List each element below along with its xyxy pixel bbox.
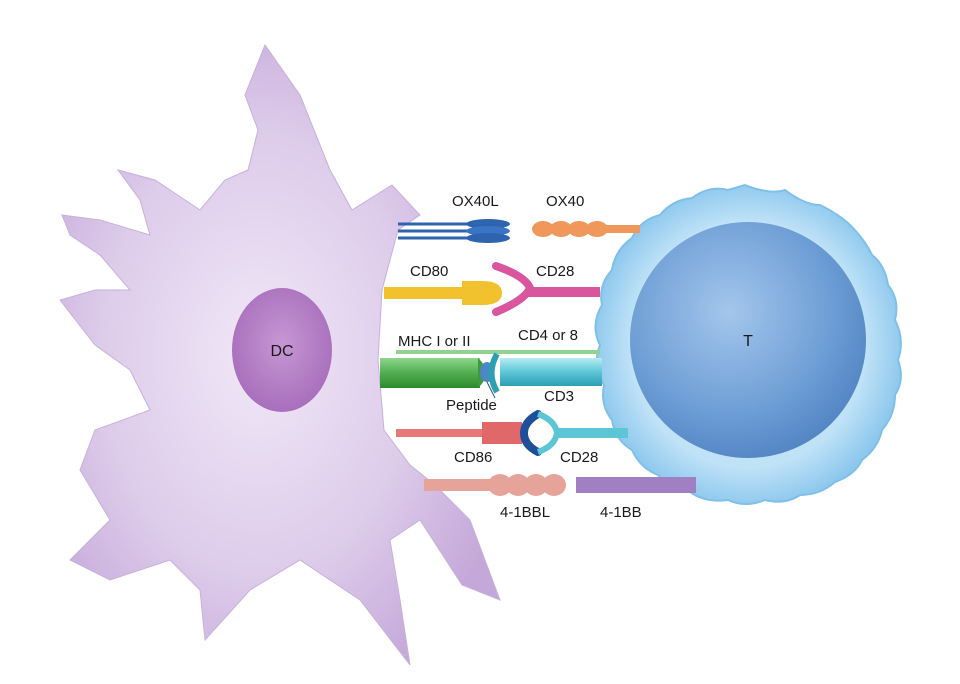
receptor-4-1bb xyxy=(576,477,696,493)
cd86-ligand xyxy=(396,422,522,444)
ligand-4-1bbl xyxy=(424,474,566,496)
dendritic-cell-label: DC xyxy=(270,343,293,360)
cd28-top-label: CD28 xyxy=(536,263,574,280)
t-cell: T xyxy=(595,185,900,504)
ox40-receptor xyxy=(532,221,640,237)
cd4-or-8-label: CD4 or 8 xyxy=(518,327,578,344)
cd86-label: CD86 xyxy=(454,449,492,466)
receptor-4-1bb-label: 4-1BB xyxy=(600,504,642,521)
dendritic-cell: DC xyxy=(60,45,500,665)
ox40-label: OX40 xyxy=(546,193,584,210)
cd4-or-8-coreceptor xyxy=(396,350,600,354)
cd28-bottom-label: CD28 xyxy=(560,449,598,466)
ox40l-ligand xyxy=(398,219,510,243)
ox40l-label: OX40L xyxy=(452,193,499,210)
mhc-molecule xyxy=(380,358,486,388)
ligand-4-1bbl-label: 4-1BBL xyxy=(500,504,550,521)
cd3-tcr-complex xyxy=(492,354,603,392)
cd3-label: CD3 xyxy=(544,388,574,405)
cd80-label: CD80 xyxy=(410,263,448,280)
peptide-label: Peptide xyxy=(446,397,497,414)
t-cell-label: T xyxy=(743,333,753,350)
cd80-ligand xyxy=(384,281,502,305)
mhc-label: MHC I or II xyxy=(398,333,471,350)
